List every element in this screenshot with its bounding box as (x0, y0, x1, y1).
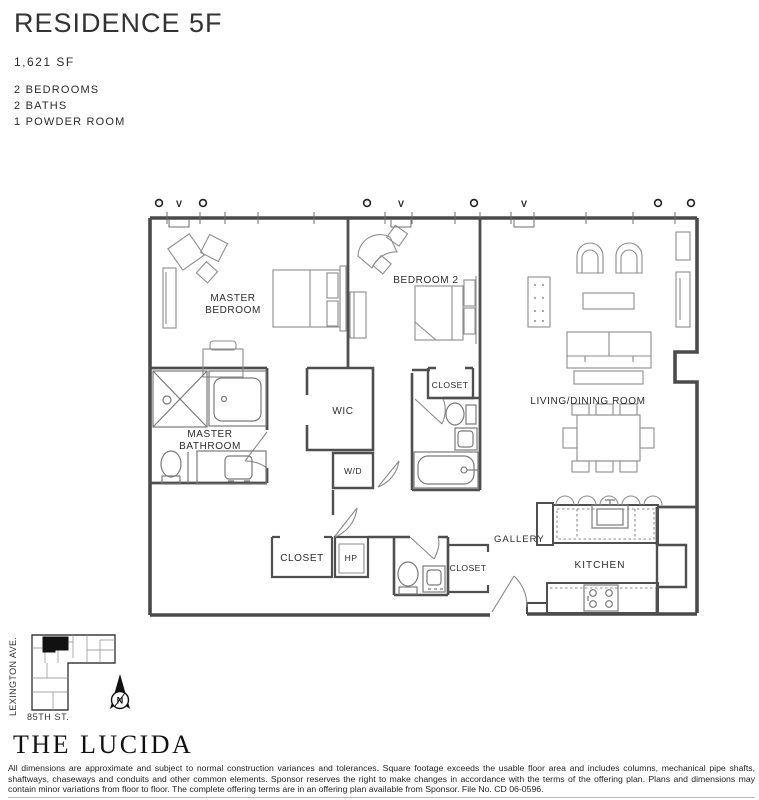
keyplan-unit-highlight (42, 636, 69, 653)
label-living-dining: LIVING/DINING ROOM (530, 396, 645, 407)
label-closet-entry: CLOSET (450, 563, 487, 573)
label-closet-hall: CLOSET (280, 553, 324, 564)
label-hp: HP (345, 553, 358, 563)
label-master-bedroom-line1: MASTER (210, 293, 255, 304)
bathroom2-fixtures (413, 402, 479, 489)
svg-text:V: V (176, 199, 182, 209)
label-gallery: GALLERY (494, 534, 545, 545)
header: RESIDENCE 5F 1,621 SF 2 BEDROOMS 2 BATHS… (14, 8, 223, 130)
disclaimer-text: All dimensions are approximate and subje… (8, 763, 755, 794)
kitchen-fixtures (536, 495, 663, 614)
feature-baths: 2 BATHS (14, 100, 68, 112)
square-footage: 1,621 SF (14, 55, 75, 69)
exterior-walls (148, 212, 699, 617)
label-wic: WIC (332, 406, 353, 417)
label-closet-bedroom2: CLOSET (432, 380, 469, 390)
bottom-divider (8, 797, 755, 798)
label-washer-dryer: W/D (344, 466, 362, 476)
label-bedroom2: BEDROOM 2 (393, 275, 458, 286)
doors (244, 398, 528, 613)
feature-powder: 1 POWDER ROOM (14, 116, 126, 128)
label-master-bathroom-line2: BATHROOM (179, 441, 241, 452)
label-master-bedroom-line2: BEDROOM (205, 305, 261, 316)
street-label-lexington: LEXINGTON AVE. (8, 636, 18, 716)
powder-room-fixtures (397, 561, 446, 595)
building-logo: THE LUCIDA (13, 730, 194, 759)
feature-bedrooms: 2 BEDROOMS (14, 84, 100, 96)
page-title: RESIDENCE 5F (14, 8, 223, 38)
svg-text:V: V (521, 199, 527, 209)
label-master-bathroom-line1: MASTER (187, 429, 232, 440)
street-label-85th: 85TH ST. (27, 712, 70, 722)
compass-north-label: N (117, 696, 124, 706)
bedroom2-furniture (349, 224, 477, 344)
compass-icon: N (110, 674, 130, 710)
label-kitchen: KITCHEN (575, 560, 626, 571)
feature-list: 2 BEDROOMS 2 BATHS 1 POWDER ROOM (14, 82, 223, 130)
keyplan (31, 634, 116, 711)
master-bathroom-fixtures (152, 370, 267, 485)
living-dining-furniture (527, 231, 691, 473)
svg-text:V: V (398, 199, 404, 209)
master-bedroom-furniture (162, 233, 347, 378)
